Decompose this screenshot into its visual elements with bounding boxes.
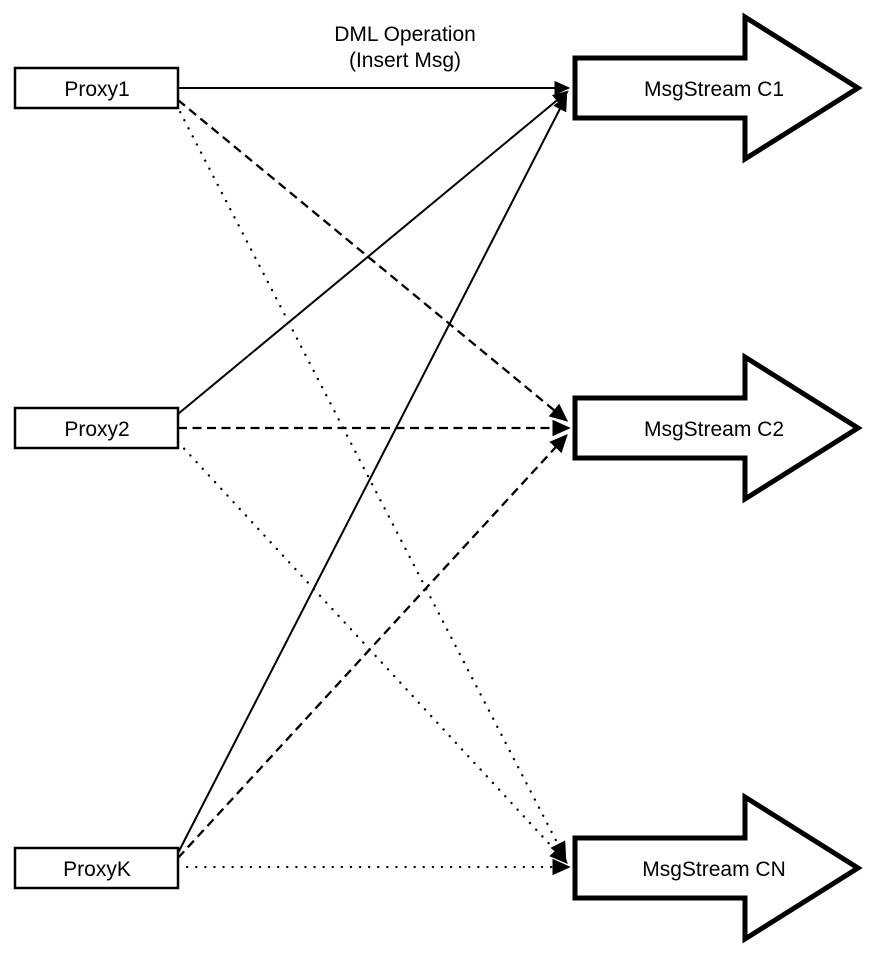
diagram-title-line1: DML Operation [334,23,476,46]
msgstream-cn-arrow-shape [572,792,863,944]
edge-proxy2-to-msgstream-c1 [177,90,569,415]
msgstream-c1-arrow-shape [572,12,863,164]
msgstream-cn-node: MsgStream CN [572,792,863,944]
msgstream-c2-node: MsgStream C2 [572,352,863,504]
edge-proxy2-to-msgstream-cn [176,440,568,865]
msgstream-cn-label: MsgStream CN [642,858,786,881]
proxy1-node: Proxy1 [13,66,180,110]
proxyk-label: ProxyK [63,858,131,881]
edge-proxy1-to-msgstream-c2 [177,99,569,422]
proxyk-node: ProxyK [13,846,180,890]
edge-proxyk-to-msgstream-c1 [177,94,568,854]
diagram-title-line2: (Insert Msg) [349,49,461,72]
edge-proxyk-to-msgstream-c2 [177,433,568,859]
msgstream-c1-label: MsgStream C1 [644,78,784,101]
msgstream-c1-node: MsgStream C1 [572,12,863,164]
proxy2-label: Proxy2 [64,418,129,441]
proxy2-node: Proxy2 [13,406,180,450]
proxy1-box [13,66,180,110]
proxyk-box [13,846,180,890]
proxy2-box [13,406,180,450]
msgstream-c2-arrow-shape [572,352,863,504]
msgstream-c2-label: MsgStream C2 [644,418,784,441]
proxy1-label: Proxy1 [64,78,129,101]
